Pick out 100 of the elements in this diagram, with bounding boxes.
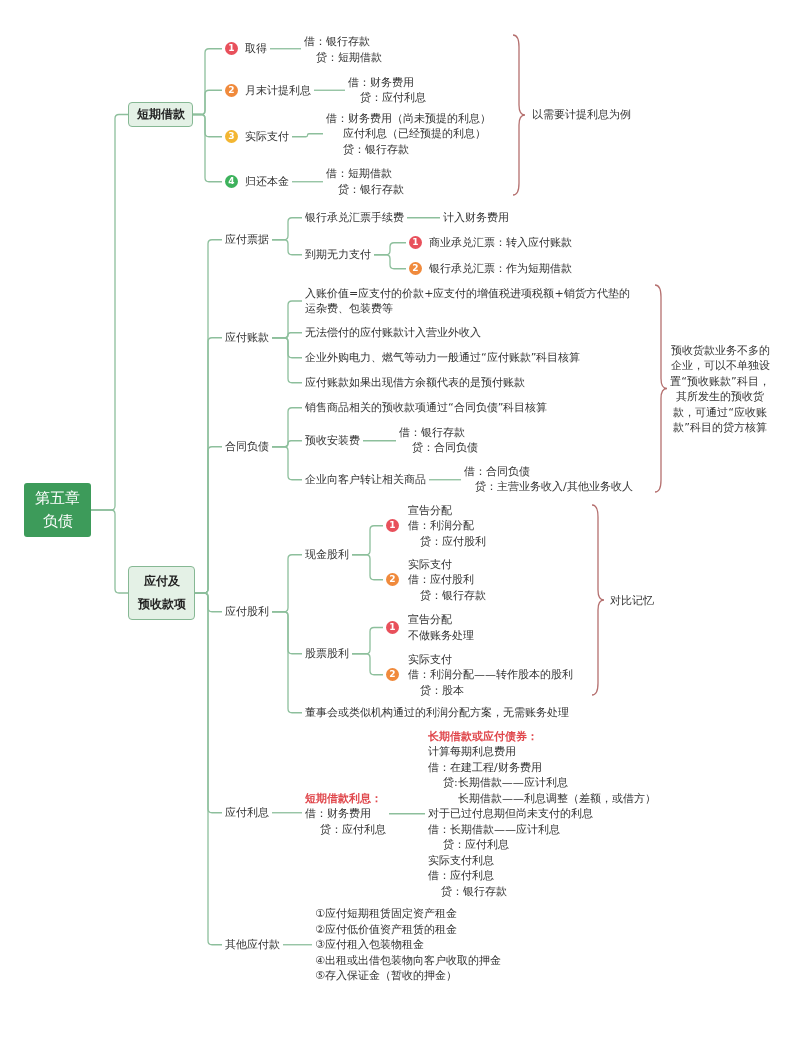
entry-line: 贷：应付利息: [320, 821, 386, 837]
entry-line: 借：财务费用: [348, 74, 414, 90]
connector-line: [271, 446, 303, 481]
entry-line: 借：应付股利: [408, 572, 474, 588]
number-badge: 1: [225, 42, 238, 56]
number-badge: 1: [386, 519, 399, 533]
topic-text: 实际支付: [245, 129, 289, 145]
entry-line: 贷：应付利息: [443, 837, 509, 853]
connector-line: [192, 113, 223, 183]
main-topic-box: 短期借款: [128, 102, 193, 127]
entry-line: 借：财务费用: [305, 806, 371, 822]
main-topic-box: 应付及预收款项: [128, 566, 195, 620]
entry-line: 借：应付利息: [428, 868, 494, 884]
topic-text: 计入财务费用: [440, 210, 512, 226]
entry-line: 实际支付利息: [428, 852, 494, 868]
topic-text: 现金股利: [302, 547, 352, 563]
entry-line: 贷：应付股利: [420, 533, 486, 549]
entry-line: 借：长期借款——应计利息: [428, 821, 560, 837]
connector-line: [291, 181, 324, 183]
brace-note: 以需要计提利息为例: [532, 107, 631, 123]
number-badge: 2: [386, 668, 399, 682]
list-item-text: ③应付租入包装物租金: [315, 937, 424, 953]
topic-text: 月末计提利息: [245, 82, 311, 98]
number-badge: 2: [409, 262, 422, 276]
number-badge: 4: [225, 175, 238, 189]
connector-line: [271, 812, 303, 814]
topic-text: 应付票据: [222, 232, 272, 248]
entry-line: 对于已过付息期但尚未支付的利息: [428, 806, 593, 822]
number-badge: 2: [386, 573, 399, 587]
connector-line: [388, 813, 426, 815]
connector-line: [282, 944, 313, 946]
topic-text: 企业外购电力、燃气等动力一般通过“应付账款”科目核算: [302, 350, 584, 366]
topic-text: 无法偿付的应付账款计入营业外收入: [302, 325, 484, 341]
list-item-text: ④出租或出借包装物向客户收取的押金: [315, 952, 501, 968]
topic-text: 取得: [245, 41, 267, 57]
connector-line: [428, 479, 462, 481]
topic-text: 销售商品相关的预收款项通过“合同负债”科目核算: [302, 400, 551, 416]
topic-text: 应付账款如果出现借方余额代表的是预付账款: [302, 375, 528, 391]
entry-line: 贷：股本: [420, 682, 464, 698]
entry-line: 计算每期利息费用: [428, 744, 516, 760]
connector-line: [269, 48, 302, 50]
topic-text: 企业向客户转让相关商品: [302, 472, 429, 488]
connector-line: [271, 611, 303, 714]
number-badge: 1: [409, 236, 422, 250]
topic-text: 董事会或类似机构通过的利润分配方案，无需账务处理: [302, 705, 572, 721]
central-topic-box: 第五章负债: [24, 483, 91, 537]
topic-text: 其他应付款: [222, 937, 283, 953]
entry-line: 贷：银行存款: [338, 181, 404, 197]
connector-line: [362, 440, 397, 442]
topic-text: 归还本金: [245, 174, 289, 190]
entry-line: 贷：银行存款: [343, 141, 409, 157]
list-item-text: ②应付低价值资产租赁的租金: [315, 921, 457, 937]
entry-line: 贷：短期借款: [316, 49, 382, 65]
entry-line: 借：利润分配: [408, 518, 474, 534]
topic-text: 银行承兑汇票手续费: [302, 210, 407, 226]
connector-line: [406, 217, 441, 219]
connector-line: [313, 89, 346, 91]
entry-line: 贷：合同负债: [412, 440, 478, 456]
topic-text: 到期无力支付: [302, 247, 374, 263]
topic-text: 应付利息: [222, 805, 272, 821]
entry-line: 贷：银行存款: [420, 587, 486, 603]
number-badge: 1: [386, 621, 399, 634]
list-item-text: ⑤存入保证金（暂收的押金）: [315, 968, 457, 984]
entry-line: 借：在建工程/财务费用: [428, 759, 542, 775]
connector-line: [291, 133, 324, 138]
connector-line: [373, 254, 407, 270]
topic-text: 商业承兑汇票：转入应付账款: [429, 235, 572, 251]
number-badge: 3: [225, 130, 238, 144]
entry-line: 贷:长期借款——应计利息: [443, 775, 568, 791]
brace-note: 预收货款业务不多的企业，可以不单独设置“预收账款”科目，其所发生的预收货款，可通过“应收账款”科目的贷方核算: [669, 342, 771, 436]
entry-line: 借：利润分配——转作股本的股利: [408, 667, 573, 683]
topic-text: 合同负债: [222, 439, 272, 455]
subheading-text: 短期借款利息：: [305, 790, 382, 806]
topic-text: 预收安装费: [302, 433, 363, 449]
entry-line: 贷：主营业务收入/其他业务收人: [475, 479, 633, 495]
entry-line: 不做账务处理: [408, 627, 474, 643]
entry-line: 宣告分配: [408, 612, 452, 628]
entry-line: 贷：银行存款: [441, 883, 507, 899]
entry-line: 实际支付: [408, 651, 452, 667]
entry-line: 借：财务费用（尚未预提的利息）: [326, 110, 491, 126]
entry-line: 实际支付: [408, 556, 452, 572]
entry-line: 应付利息（已经预提的利息）: [343, 126, 486, 142]
entry-line: 贷：应付利息: [360, 90, 426, 106]
entry-line: 借：合同负债: [464, 463, 530, 479]
entry-line: 借：银行存款: [399, 424, 465, 440]
topic-text: 银行承兑汇票：作为短期借款: [429, 261, 572, 277]
number-badge: 2: [225, 83, 238, 97]
entry-line: 借：银行存款: [304, 34, 370, 50]
topic-text: 应付股利: [222, 604, 272, 620]
topic-text: 股票股利: [302, 646, 352, 662]
entry-line: 长期借款——利息调整（差额，或借方）: [458, 790, 656, 806]
list-item-text: ①应付短期租赁固定资产租金: [315, 906, 457, 922]
entry-line: 借：短期借款: [326, 166, 392, 182]
topic-text: 应付账款: [222, 330, 272, 346]
brace-note: 对比记忆: [610, 593, 654, 609]
connector-line: [271, 337, 303, 384]
topic-text: 入账价值=应支付的价款+应支付的增值税进项税额+销货方代垫的运杂费、包装费等: [302, 285, 638, 317]
entry-line: 宣告分配: [408, 502, 452, 518]
subheading-text: 长期借款或应付债券：: [428, 728, 538, 744]
connector-line: [271, 239, 303, 256]
